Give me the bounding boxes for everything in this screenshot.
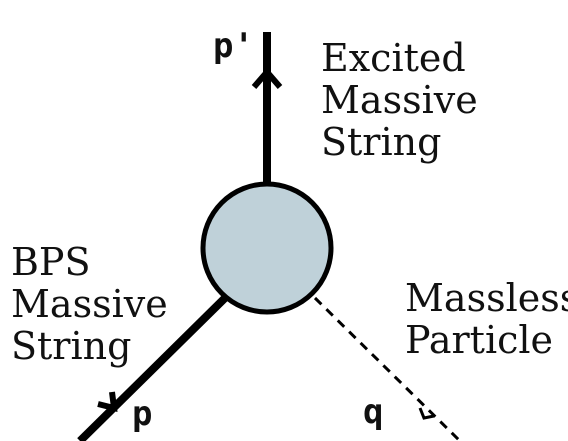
momentum-label-p-prime: p' bbox=[213, 26, 254, 66]
interaction-vertex bbox=[200, 181, 334, 315]
momentum-label-q: q bbox=[363, 392, 384, 432]
excited-string-label: Excited Massive String bbox=[321, 37, 478, 163]
excited-label-line-1: Excited bbox=[321, 36, 466, 80]
massless-label-line-2: Particle bbox=[405, 318, 554, 362]
bps-string-line bbox=[77, 293, 230, 441]
bps-label-line-3: String bbox=[11, 324, 132, 368]
excited-label-line-3: String bbox=[321, 120, 442, 164]
bps-label-line-1: BPS bbox=[11, 240, 91, 284]
bps-label-line-2: Massive bbox=[11, 282, 168, 326]
bps-string-arrow bbox=[97, 391, 118, 412]
massless-particle-label: Massless Particle bbox=[405, 277, 568, 361]
massless-particle-line bbox=[313, 296, 462, 441]
momentum-label-p: p bbox=[132, 394, 153, 434]
excited-string-arrow bbox=[251, 67, 283, 89]
bps-string-label: BPS Massive String bbox=[11, 241, 168, 367]
excited-label-line-2: Massive bbox=[321, 78, 478, 122]
massless-label-line-1: Massless bbox=[405, 276, 568, 320]
massless-particle-arrow bbox=[418, 407, 435, 420]
